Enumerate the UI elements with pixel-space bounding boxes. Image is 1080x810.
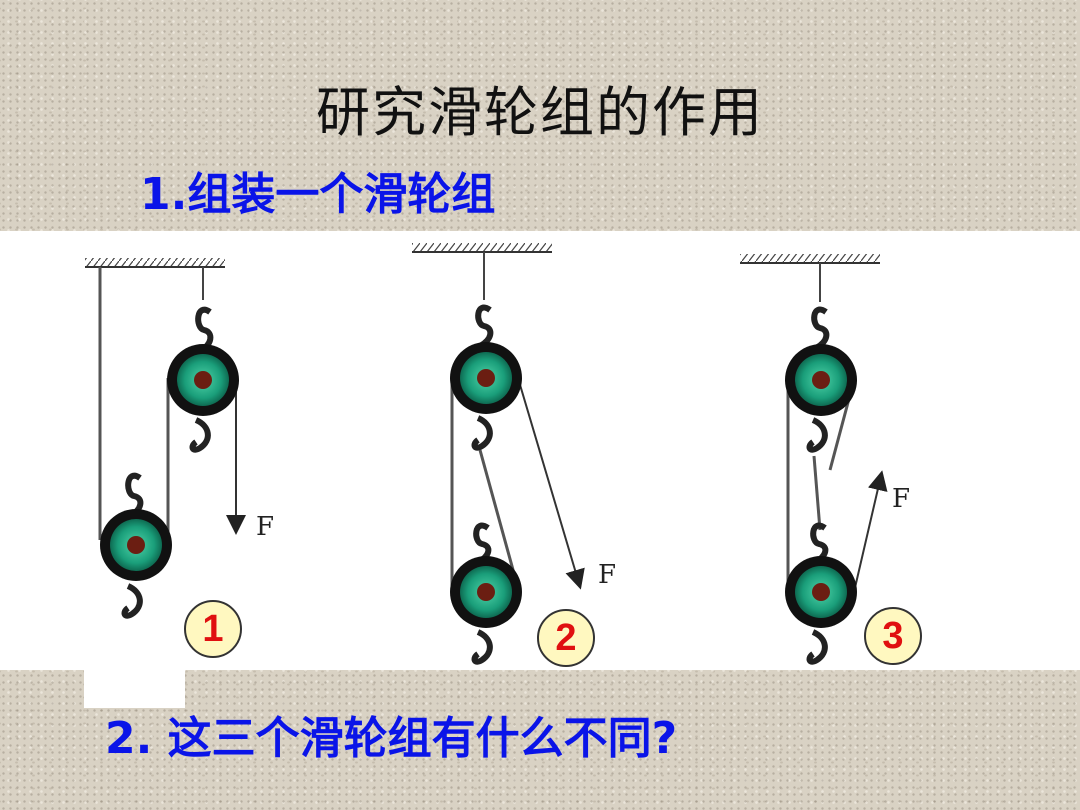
hook-icon — [806, 417, 828, 453]
diagram-number-badge-3: 3 — [864, 607, 922, 665]
rope-2b — [478, 449, 520, 589]
step-1-heading: 1.组装一个滑轮组 — [140, 169, 496, 220]
diagram-number-badge-2: 2 — [537, 609, 595, 667]
hook-icon — [475, 304, 494, 349]
hook-icon — [195, 306, 214, 353]
hook-icon — [806, 629, 828, 665]
hook-icon — [811, 306, 830, 351]
step-2-question: 2. 这三个滑轮组有什么不同? — [105, 713, 678, 764]
force-label-1: F — [256, 512, 275, 542]
diagram-panel-tab — [84, 670, 185, 708]
pulley-system-1 — [85, 258, 246, 619]
ceiling-1 — [85, 258, 225, 267]
pulley-system-3 — [740, 254, 888, 665]
slide-title: 研究滑轮组的作用 — [316, 81, 764, 144]
ceiling-2 — [412, 243, 552, 252]
hook-icon — [121, 583, 143, 619]
hook-icon — [471, 629, 493, 665]
force-label-2: F — [598, 560, 617, 590]
hook-icon — [471, 415, 493, 451]
rope-3c — [812, 455, 822, 531]
force-arrow-2 — [517, 377, 585, 590]
hook-icon — [189, 417, 211, 453]
pulley-system-2 — [412, 243, 585, 665]
ceiling-3 — [740, 254, 880, 263]
hook-icon — [810, 522, 829, 565]
force-arrow-3 — [853, 470, 888, 593]
force-label-3: F — [892, 484, 911, 514]
diagram-number-badge-1: 1 — [184, 600, 242, 658]
